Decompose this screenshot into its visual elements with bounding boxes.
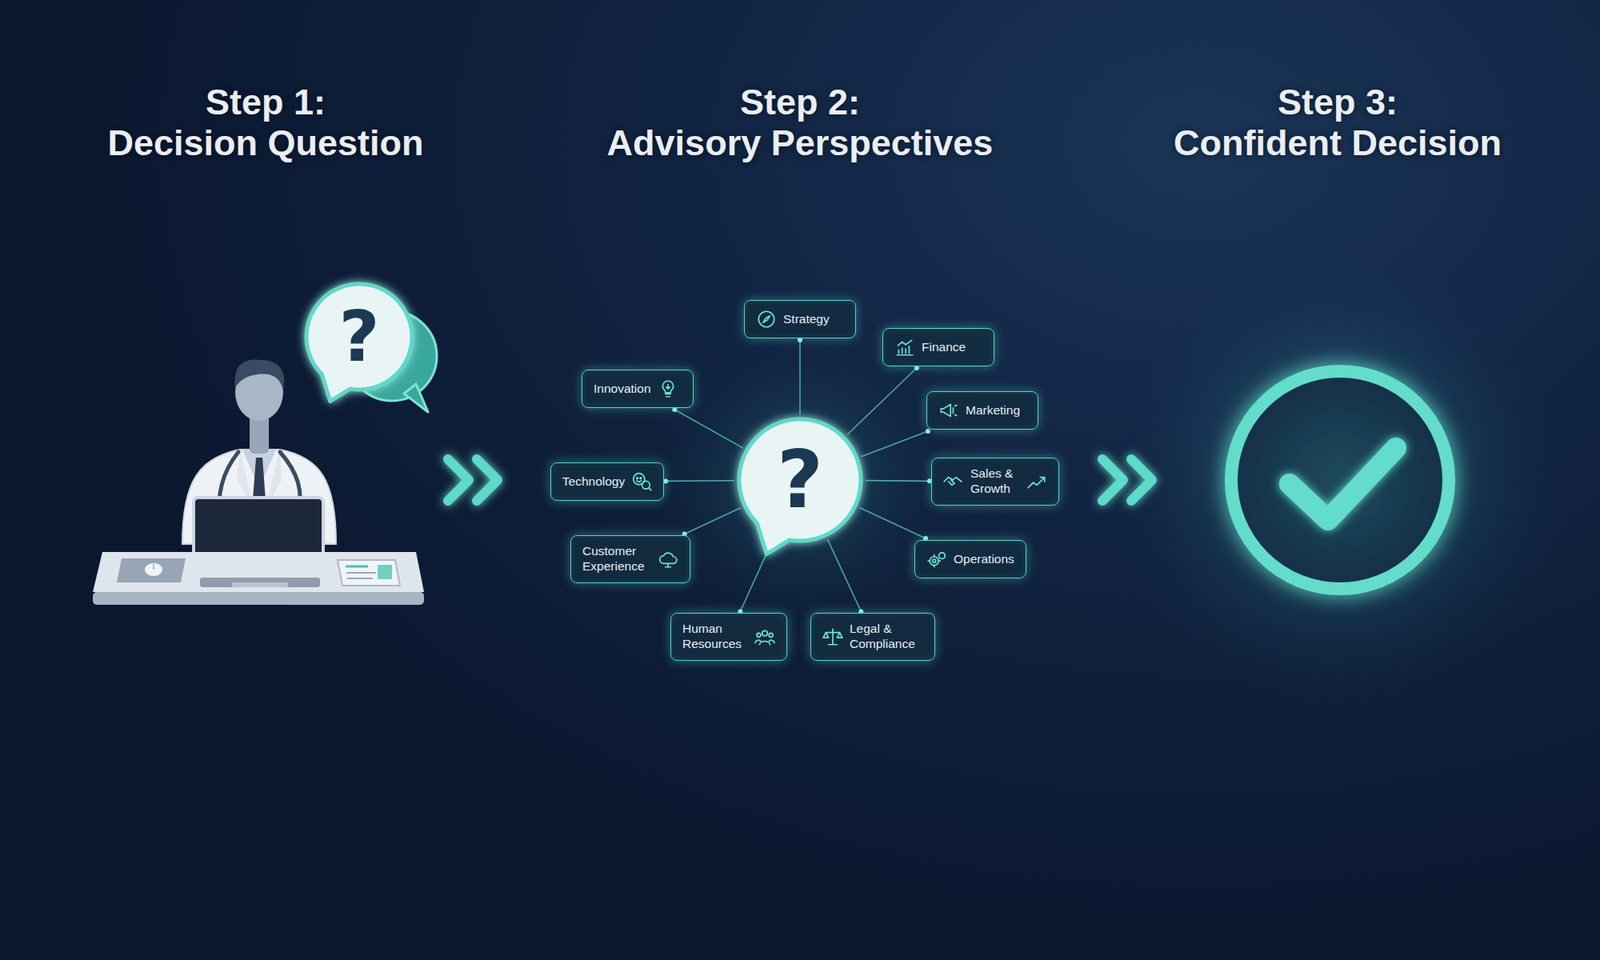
illustration-part [1289, 448, 1396, 520]
illustration-part [232, 582, 288, 588]
connector-line [799, 340, 801, 415]
connector-line [684, 508, 741, 535]
question-mark: ? [303, 301, 416, 372]
illustration-part [476, 459, 498, 501]
illustration-part [1231, 371, 1449, 589]
perspective-icon [943, 471, 964, 492]
illustration-part [152, 564, 155, 570]
connector-dot [663, 478, 668, 484]
perspective-icon [926, 548, 948, 570]
perspective-label: Marketing [965, 403, 1020, 419]
illustration-part [144, 563, 163, 576]
perspective-label: Customer Experience [582, 544, 652, 574]
perspective-icon [631, 471, 652, 492]
perspective-label: Finance [921, 340, 966, 356]
perspective-icon [756, 308, 777, 330]
step-heading: Step 2: Advisory Perspectives [607, 81, 994, 164]
question-mark: ? [736, 440, 864, 520]
illustration-part [235, 359, 285, 391]
perspective-box: Strategy [744, 300, 856, 339]
perspective-label: Innovation [593, 381, 652, 397]
illustration-part [92, 592, 424, 605]
perspective-box: Customer Experience [570, 535, 691, 583]
illustration-part [404, 384, 428, 412]
illustration-part [345, 565, 368, 568]
connector-line [674, 409, 743, 448]
question-bubble: ? [736, 416, 864, 544]
perspective-icon [657, 378, 679, 400]
step-heading: Step 3: Confident Decision [1173, 81, 1502, 164]
illustration-part [116, 558, 186, 583]
connector-line [847, 368, 917, 435]
illustration-part [1131, 459, 1152, 501]
perspective-label: Technology [562, 474, 625, 490]
illustration-part [92, 552, 424, 592]
perspective-label: Sales & Growth [970, 466, 1020, 496]
center-halo [648, 328, 952, 632]
question-bubble: ? [303, 280, 416, 393]
perspective-icon [938, 400, 960, 421]
check-halo [1100, 240, 1580, 720]
perspective-icon [822, 626, 844, 648]
perspective-box: Technology [550, 462, 664, 501]
connector-line [665, 480, 735, 482]
step-heading: Step 1: Decision Question [107, 81, 424, 164]
illustration-part [1102, 459, 1124, 501]
perspective-box: Marketing [926, 391, 1039, 430]
perspective-icon [754, 626, 776, 648]
illustration-part [377, 564, 392, 580]
connector-dot [925, 428, 931, 434]
perspective-label: Legal & Compliance [849, 621, 924, 652]
illustration-part [200, 577, 320, 588]
perspective-box: Innovation [581, 369, 694, 408]
illustration-part [337, 560, 400, 586]
connector-line [861, 431, 928, 457]
illustration-part [346, 572, 376, 574]
perspective-box: Legal & Compliance [810, 612, 936, 660]
perspective-label: Operations [953, 552, 1015, 568]
perspective-box: Finance [882, 328, 995, 367]
perspective-icon [894, 336, 916, 358]
perspective-box: Human Resources [670, 612, 788, 660]
perspective-label: Human Resources [682, 621, 748, 652]
perspective-box: Operations [914, 540, 1027, 579]
illustration-part [448, 459, 469, 501]
connector-line [859, 508, 926, 539]
perspective-icon [657, 548, 679, 570]
connector-line [865, 480, 930, 482]
check-circle [1231, 371, 1449, 589]
connector-line [828, 539, 862, 612]
perspective-box: Sales & Growth [931, 457, 1060, 505]
perspective-icon [1026, 471, 1048, 492]
perspective-label: Strategy [783, 312, 830, 328]
illustration-part [347, 577, 373, 580]
